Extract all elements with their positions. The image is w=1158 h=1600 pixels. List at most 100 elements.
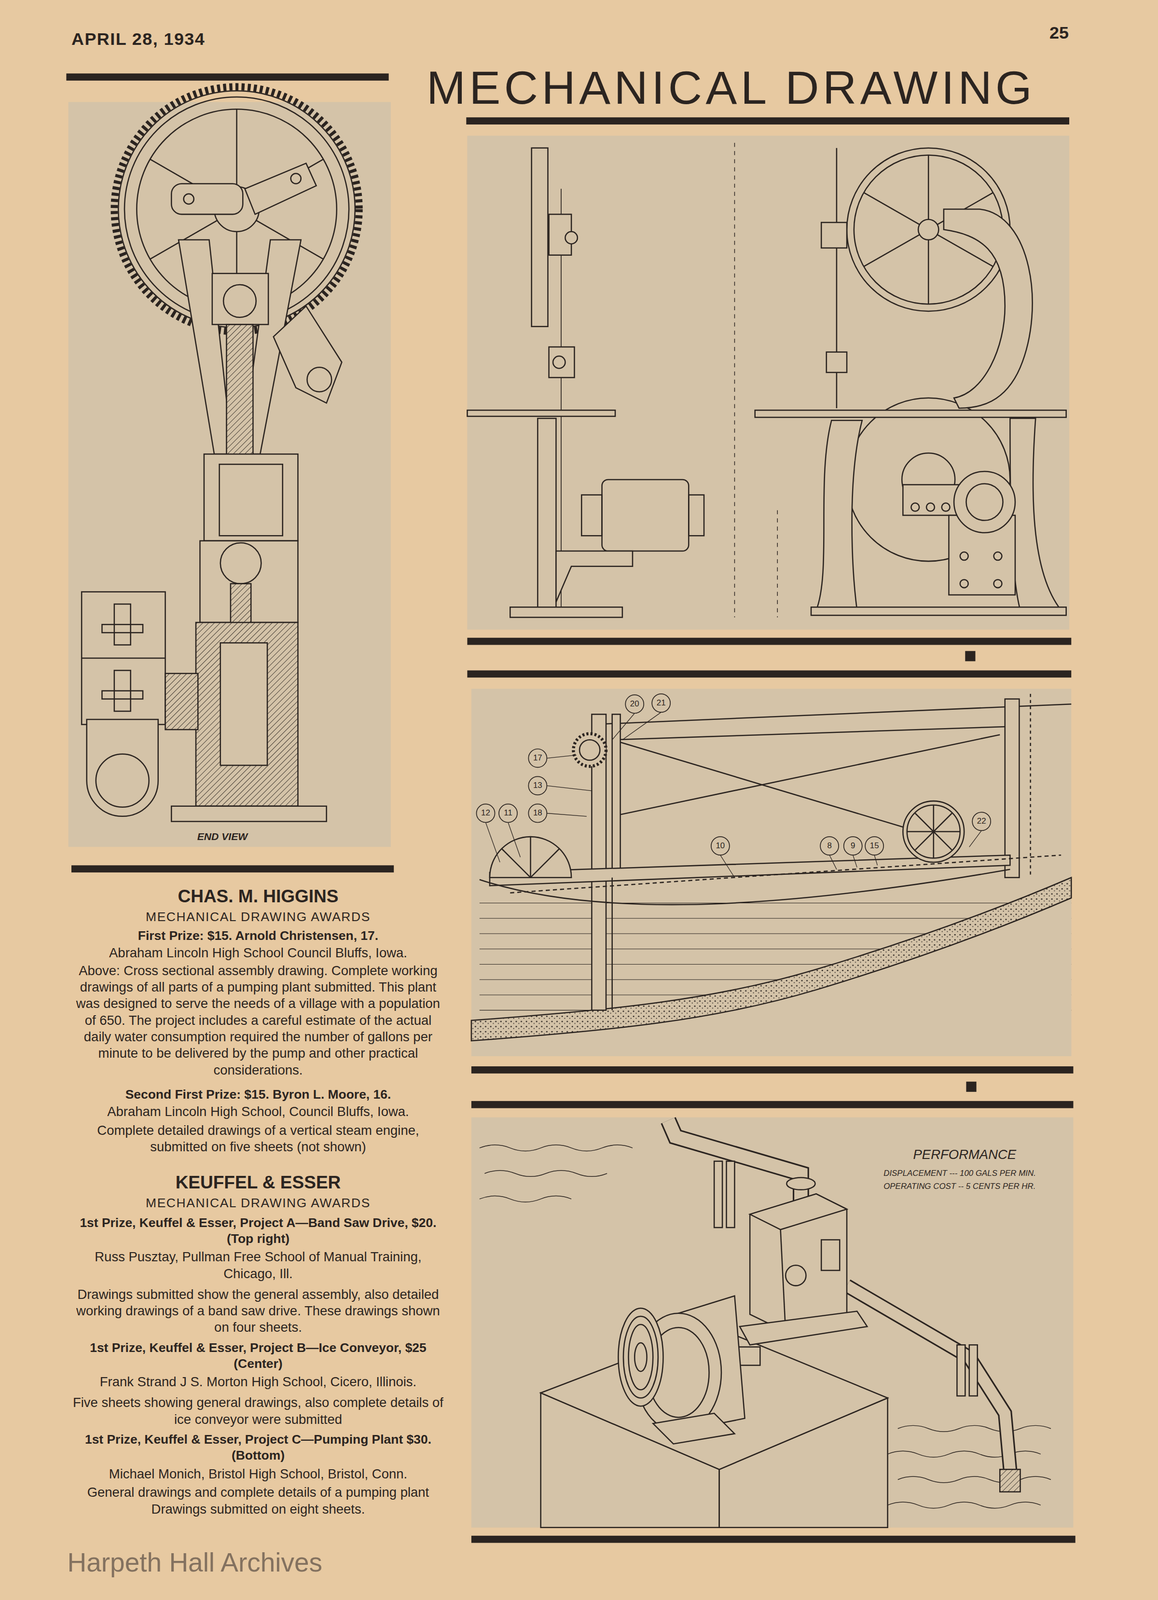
pump-section-drawing [230, 583, 251, 625]
pump-section-drawing [171, 183, 243, 215]
callout-number: 9 [850, 840, 855, 851]
band-saw-drawing [965, 483, 1003, 521]
ice-conveyor-drawing [972, 812, 991, 831]
page-number: 25 [1049, 22, 1069, 43]
band-saw-drawing [993, 579, 1003, 588]
pump-section-drawing [204, 454, 299, 541]
pump-section-drawing [101, 624, 143, 633]
band-saw-drawing [581, 495, 602, 537]
pumping-plant-drawing [846, 1285, 1010, 1470]
award-subheading: MECHANICAL DRAWING AWARDS [71, 909, 445, 925]
band-saw-drawing [926, 503, 935, 512]
band-saw-drawing [1009, 418, 1062, 611]
pump-section-drawing [220, 642, 268, 766]
rule [471, 1101, 1074, 1109]
pumping-plant-drawing [634, 1342, 647, 1372]
band-saw-drawing [537, 418, 556, 613]
band-saw-drawing [864, 193, 929, 230]
pump-section-drawing [195, 622, 298, 807]
panel-ground [471, 1117, 1074, 1528]
ice-conveyor-drawing [530, 849, 560, 878]
pumping-plant-drawing [887, 1450, 1041, 1458]
ice-conveyor-drawing [528, 748, 547, 768]
band-saw-drawing [777, 510, 778, 618]
pumping-plant-drawing [714, 1161, 723, 1228]
prize-line: Second First Prize: $15. Byron L. Moore,… [71, 1086, 445, 1103]
pump-section-drawing [165, 673, 199, 730]
band-saw-drawing [927, 154, 930, 230]
pumping-plant-drawing [618, 1308, 663, 1407]
ice-conveyor-drawing [546, 755, 577, 759]
pumping-plant-drawing [786, 1177, 815, 1190]
pump-section-drawing [81, 657, 166, 660]
band-saw-drawing [467, 410, 616, 417]
description-text: Above: Cross sectional assembly drawing.… [71, 962, 445, 1079]
description-text: General drawings and complete details of… [71, 1484, 445, 1518]
pump-section-drawing [290, 173, 302, 184]
ice-conveyor-drawing [498, 803, 518, 823]
pumping-plant-drawing [479, 1196, 572, 1203]
pump-section-drawing [306, 367, 332, 392]
pumping-plant-drawing [897, 1476, 1051, 1483]
prize-line: First Prize: $15. Arnold Christensen, 17… [71, 927, 445, 944]
band-saw-drawing [549, 346, 575, 378]
pump-section-drawing [114, 670, 131, 712]
award-heading: CHAS. M. HIGGINS [71, 885, 445, 908]
performance-heading: PERFORMANCE [913, 1146, 1017, 1163]
ice-conveyor-drawing [711, 836, 730, 855]
band-saw-drawing [555, 551, 633, 603]
ice-conveyor-drawing [915, 813, 952, 850]
rule [471, 1535, 1076, 1544]
rule [471, 1066, 1074, 1074]
band-saw-drawing [864, 229, 929, 267]
callout-number: 21 [656, 698, 666, 708]
pumping-plant-drawing [739, 1311, 868, 1346]
ice-conveyor-drawing [546, 785, 592, 791]
callout-number: 13 [533, 780, 543, 791]
prize-line: 1st Prize, Keuffel & Esser, Project C—Pu… [71, 1431, 445, 1464]
ice-conveyor-drawing [1029, 693, 1032, 878]
ice-conveyor-drawing [843, 836, 863, 855]
rule [66, 73, 389, 81]
band-saw-drawing [734, 142, 735, 618]
pumping-plant-drawing [479, 1144, 633, 1152]
pump-section-drawing [219, 464, 283, 536]
ice-conveyor-drawing [471, 877, 1072, 1057]
ice-conveyor-drawing [485, 712, 982, 878]
pump-section-drawing [114, 604, 131, 646]
ice-conveyor-drawing [471, 693, 1072, 1057]
ice-conveyor-drawing [902, 800, 965, 863]
band-saw-drawing [960, 551, 969, 561]
ice-conveyor-drawing [485, 822, 501, 863]
band-saw-drawing [943, 209, 1033, 409]
band-saw-drawing [941, 503, 951, 512]
pump-section-drawing [114, 86, 359, 332]
band-saw-drawing [816, 420, 863, 610]
pumping-plant-drawing [821, 1239, 840, 1270]
school-line: Abraham Lincoln High School Council Bluf… [71, 944, 445, 962]
ice-conveyor-drawing [479, 902, 1072, 904]
ice-conveyor-drawing [907, 805, 961, 859]
callout-number: 17 [533, 753, 543, 763]
page-date: APRIL 28, 1934 [71, 28, 206, 50]
ice-conveyor-drawing [720, 854, 735, 878]
band-saw-drawing [927, 229, 930, 304]
description-text: Drawings submitted show the general asse… [71, 1286, 445, 1337]
band-saw-drawing [688, 495, 704, 537]
ice-conveyor-drawing [579, 739, 600, 760]
pumping-plant-drawing [726, 1161, 735, 1228]
award-subheading: MECHANICAL DRAWING AWARDS [71, 1195, 445, 1212]
ice-conveyor-drawing [573, 733, 607, 767]
pumping-plant-drawing [749, 1193, 847, 1230]
ice-conveyor-drawing [546, 813, 587, 816]
pumping-plant-drawing [897, 1425, 1051, 1432]
ice-conveyor-drawing [471, 877, 1072, 1041]
pump-section-drawing [244, 163, 317, 215]
ice-conveyor-drawing [476, 803, 495, 823]
callout-number: 15 [869, 840, 880, 851]
ice-conveyor-drawing [529, 836, 532, 878]
band-saw-drawing [510, 606, 623, 618]
pump-section-drawing [81, 592, 166, 725]
band-saw-drawing [755, 410, 1067, 418]
